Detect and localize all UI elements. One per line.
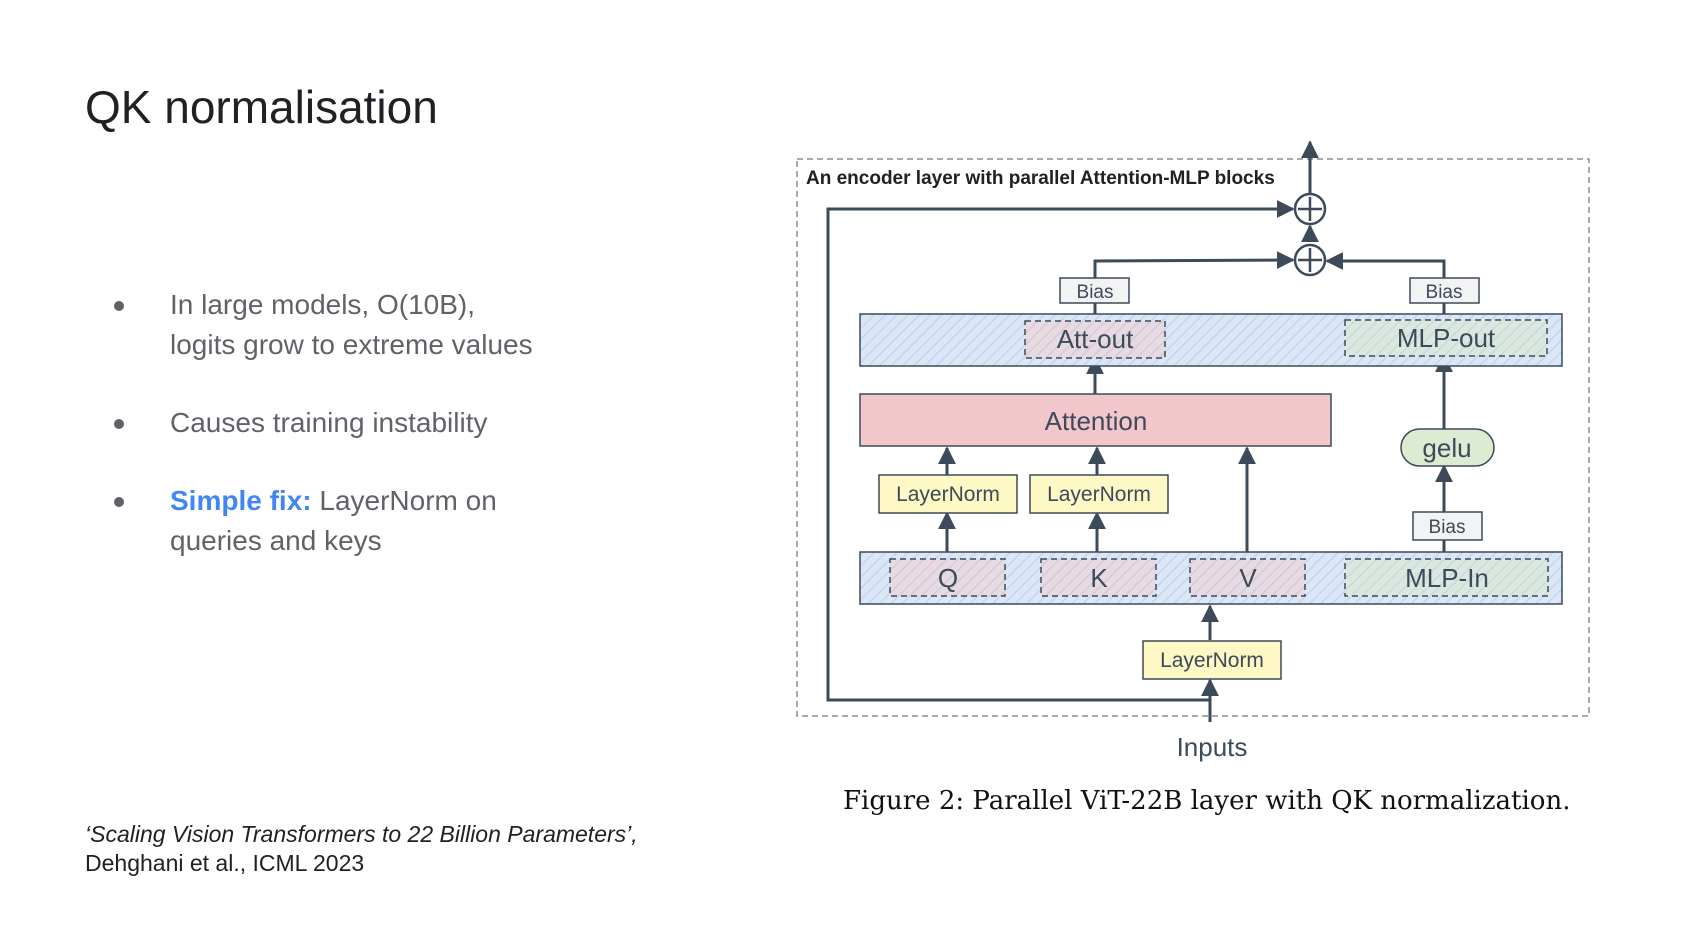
bias-label-mlp-in: Bias <box>1429 517 1466 538</box>
frame-title: An encoder layer with parallel Attention… <box>806 168 1275 189</box>
bullet-dot-icon <box>114 419 124 429</box>
k-label: K <box>1090 563 1108 593</box>
bullet-text: Causes training instability <box>170 407 488 438</box>
bullet-dot-icon <box>114 301 124 311</box>
layernorm-input-box <box>1142 640 1282 680</box>
bias-label-att: Bias <box>1077 282 1114 303</box>
layernorm-input-label: LayerNorm <box>1160 649 1264 672</box>
gelu-label: gelu <box>1422 433 1471 463</box>
bias-box-mlp-out <box>1409 277 1480 304</box>
inputs-label: Inputs <box>1177 732 1248 762</box>
bullet-text: LayerNorm on <box>311 485 497 516</box>
layernorm-q-box <box>878 474 1018 514</box>
layernorm-k-label: LayerNorm <box>1047 483 1151 506</box>
sum-node-icon <box>1293 192 1327 226</box>
encoder-frame <box>796 158 1590 717</box>
bullet-highlight: Simple fix: <box>170 485 312 516</box>
bullet-text: queries and keys <box>170 525 382 556</box>
figure-caption: Figure 2: Parallel ViT-22B layer with QK… <box>843 786 1571 816</box>
bullet-dot-icon <box>114 497 124 507</box>
mlp-out-box <box>1344 319 1548 357</box>
mlp-in-label: MLP-In <box>1405 563 1489 593</box>
q-box <box>889 558 1006 597</box>
bullet-list: In large models, O(10B), logits grow to … <box>108 285 628 599</box>
bullet-item: Simple fix: LayerNorm on queries and key… <box>108 481 628 561</box>
att-out-box <box>1024 320 1166 359</box>
bias-box-mlp-in <box>1412 511 1483 541</box>
citation: ‘Scaling Vision Transformers to 22 Billi… <box>85 820 638 878</box>
gelu-node <box>1400 428 1495 467</box>
mlp-in-box <box>1344 558 1549 597</box>
bullet-text: logits grow to extreme values <box>170 329 533 360</box>
sum-node-icon <box>1293 243 1327 277</box>
layernorm-q-label: LayerNorm <box>896 483 1000 506</box>
bullet-item: Causes training instability <box>108 403 628 443</box>
bullet-text: In large models, O(10B), <box>170 289 476 320</box>
bullet-item: In large models, O(10B), logits grow to … <box>108 285 628 365</box>
bias-label-mlp-out: Bias <box>1426 282 1463 303</box>
k-box <box>1040 558 1157 597</box>
attention-box <box>859 393 1332 447</box>
bias-box-att <box>1059 277 1130 304</box>
v-box <box>1189 558 1306 597</box>
mlp-out-label: MLP-out <box>1397 323 1496 353</box>
slide-title: QK normalisation <box>85 81 438 133</box>
layernorm-k-box <box>1029 474 1169 514</box>
citation-authors: Dehghani et al., ICML 2023 <box>85 850 365 876</box>
citation-paper: ‘Scaling Vision Transformers to 22 Billi… <box>85 821 638 847</box>
q-label: Q <box>938 563 958 593</box>
attention-label: Attention <box>1045 406 1148 436</box>
att-out-label: Att-out <box>1057 324 1134 354</box>
v-label: V <box>1239 563 1257 593</box>
